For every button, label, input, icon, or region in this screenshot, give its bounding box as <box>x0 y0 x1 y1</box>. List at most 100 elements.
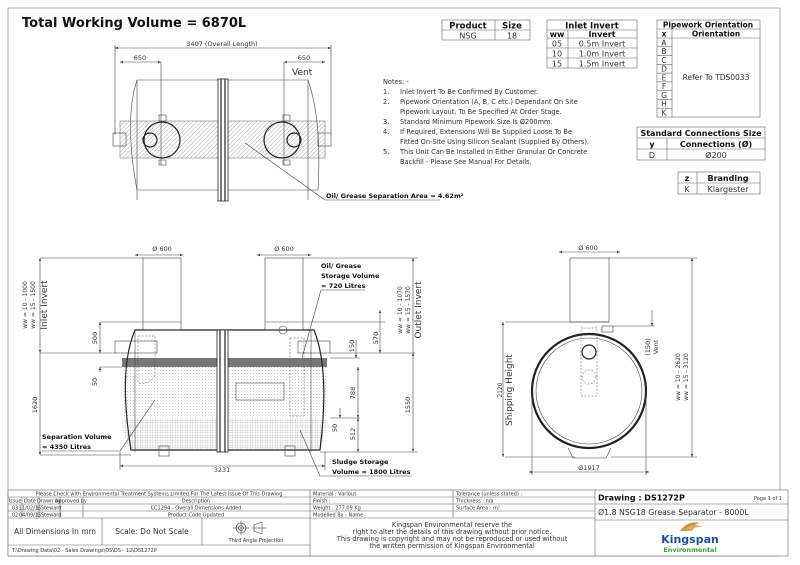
thickness: Thickness : n/a <box>455 499 494 505</box>
inlet-riser <box>142 257 182 331</box>
end-riser-dia: Ø 600 <box>578 244 598 252</box>
orientation-letter: G <box>661 91 667 100</box>
notes: Notes: - 1. Inlet Invert To Be Confirmed… <box>383 78 589 166</box>
orientation-letter: A <box>661 38 667 47</box>
vent-dim: (150) <box>644 338 652 355</box>
inlet-invert-title: Inlet Invert <box>565 22 619 32</box>
z-header: z <box>685 174 690 183</box>
copyright-text: right to alter the details of this drawi… <box>353 528 552 536</box>
inlet-invert-label: Inlet Invert <box>40 280 50 330</box>
inlet-pipe-circle <box>142 132 158 148</box>
center-joint-band <box>217 78 229 202</box>
note-number: 4. <box>383 128 389 136</box>
table-cell: 10 <box>552 50 562 59</box>
dim-50-left: 50 <box>91 378 99 386</box>
size-value: 18 <box>507 32 517 41</box>
table-cell: D <box>649 151 655 160</box>
table-cell: K <box>684 185 690 194</box>
inlet-invert-table: Inlet Invert ww Invert 05 0.5m Invert 10… <box>546 19 638 69</box>
orientation-letter: H <box>661 100 667 109</box>
note-5-cont: Backfill - Please See Manual For Details… <box>400 158 532 166</box>
sludge-storage-label: Sludge Storage <box>332 458 389 466</box>
invert-header: Invert <box>588 30 615 39</box>
rev-cell: Product Code Updated <box>168 513 224 519</box>
tank-plan-outline <box>130 79 320 191</box>
rev-cell: CC1294 - Overall Dimensions Added <box>151 506 242 512</box>
product-value: NSG <box>459 32 476 41</box>
surface-area: Surface Area : m² <box>456 506 500 512</box>
inlet-pipe <box>114 340 158 354</box>
dim-1550: 1550 <box>404 397 412 414</box>
dim-788: 788 <box>349 387 357 399</box>
connections-title: Standard Connections Size <box>640 129 762 138</box>
connections-header: Connections (Ø) <box>680 139 752 149</box>
tank-side-outline <box>124 329 325 451</box>
scale-note: Scale: Do Not Scale <box>115 527 189 536</box>
pipework-orientation-table: Pipework Orientation x Orientation ABCDE… <box>656 19 761 118</box>
orientation-value: Refer To TDS0033 <box>683 73 750 82</box>
inlet-riser-dia: Ø 600 <box>152 245 172 253</box>
rev-cell: 02 <box>12 513 18 519</box>
size-header: Size <box>502 22 522 32</box>
page-number: Page 1 of 1 <box>754 496 782 502</box>
end-diameter: Ø1917 <box>578 464 600 472</box>
tank-end-outline <box>530 332 648 450</box>
note-2: Pipework Orientation (A, B, C etc.) Depe… <box>400 98 578 106</box>
dimensions-note: All Dimensions In mm <box>14 527 96 536</box>
rev-header: Description <box>182 499 210 505</box>
rev-header: Drawn by <box>37 499 61 505</box>
rev-cell: 04/09/15 <box>19 513 41 519</box>
vent-label: Vent <box>292 68 313 78</box>
orientation-letter: E <box>662 73 667 82</box>
branding-table: z Branding K Klargester <box>677 171 761 195</box>
file-path: T:\Drawing Data\02 - Sales Drawings\DS\D… <box>11 548 157 554</box>
note-3: Standard Minimum Pipework Size Is Ø200mm… <box>400 118 553 126</box>
plan-view: 3407 (Overall Length) 650 650 Vent Oil/ … <box>112 40 464 202</box>
check-notice: Please Check with Environmental Treatmen… <box>36 492 283 498</box>
vent-pipe <box>278 325 288 335</box>
table-cell: 1.5m Invert <box>579 60 626 69</box>
page-title: Total Working Volume = 6870L <box>22 16 246 31</box>
modelled-by: Modelled By : Name <box>313 513 363 519</box>
end-ww-15: ww = 15 - 3120 <box>683 353 690 401</box>
separation-area-label: Oil/ Grease Separation Area = 4.62m² <box>326 192 464 200</box>
note-5: This Unit Can Be Installed In Either Gra… <box>399 148 587 156</box>
weight: Weight : 277.09 Kg <box>313 506 361 512</box>
overall-length-dim: 3407 (Overall Length) <box>186 40 257 48</box>
dim-500: 500 <box>91 332 99 344</box>
copyright-text: Kingspan Environmental reserve the <box>392 521 512 529</box>
separation-volume-label: Separation Volume <box>42 433 112 441</box>
branding-header: Branding <box>707 174 748 183</box>
shipping-height-label: Shipping Height <box>505 354 515 426</box>
note-2-cont: Pipework Layout. To Be Specified At Orde… <box>400 108 562 116</box>
dim-3231: 3231 <box>214 466 231 474</box>
x-header: x <box>662 30 667 39</box>
product-table: Product Size NSG 18 <box>441 19 531 41</box>
copyright-text: the written permission of Kingspan Envir… <box>369 542 535 550</box>
rev-header: Issue <box>9 499 22 505</box>
orientation-header: Orientation <box>692 30 740 39</box>
notes-heading: Notes: - <box>383 78 409 86</box>
logo-subtext: Environmental <box>663 546 716 554</box>
outlet-riser <box>264 257 304 331</box>
table-cell: Ø200 <box>705 150 727 160</box>
end-vent-label: Vent <box>652 339 660 354</box>
dim-150: 150 <box>348 340 356 352</box>
note-4: If Required, Extensions Will Be Supplied… <box>400 128 572 136</box>
rev-cell: L.Steward <box>37 506 62 512</box>
outlet-pipe-circle <box>286 132 302 148</box>
inlet-ww-10: ww = 10 - 1000 <box>22 281 29 329</box>
orientation-letter: D <box>661 65 667 74</box>
outlet-ww-15: ww = 15 - 1570 <box>405 286 412 334</box>
end-riser <box>569 257 610 323</box>
outlet-pipe <box>297 340 331 354</box>
outlet-riser-dia: Ø 600 <box>274 245 294 253</box>
logo-text: Kingspan <box>661 533 719 546</box>
inlet-ww-15: ww = 15 - 1500 <box>30 281 37 329</box>
sludge-storage-value: Volume = 1800 Litres <box>332 468 411 476</box>
outlet-stub <box>317 132 332 147</box>
finish: Finish : <box>313 499 331 505</box>
table-cell: 0.5m Invert <box>579 40 626 49</box>
dim-512: 512 <box>349 428 357 440</box>
